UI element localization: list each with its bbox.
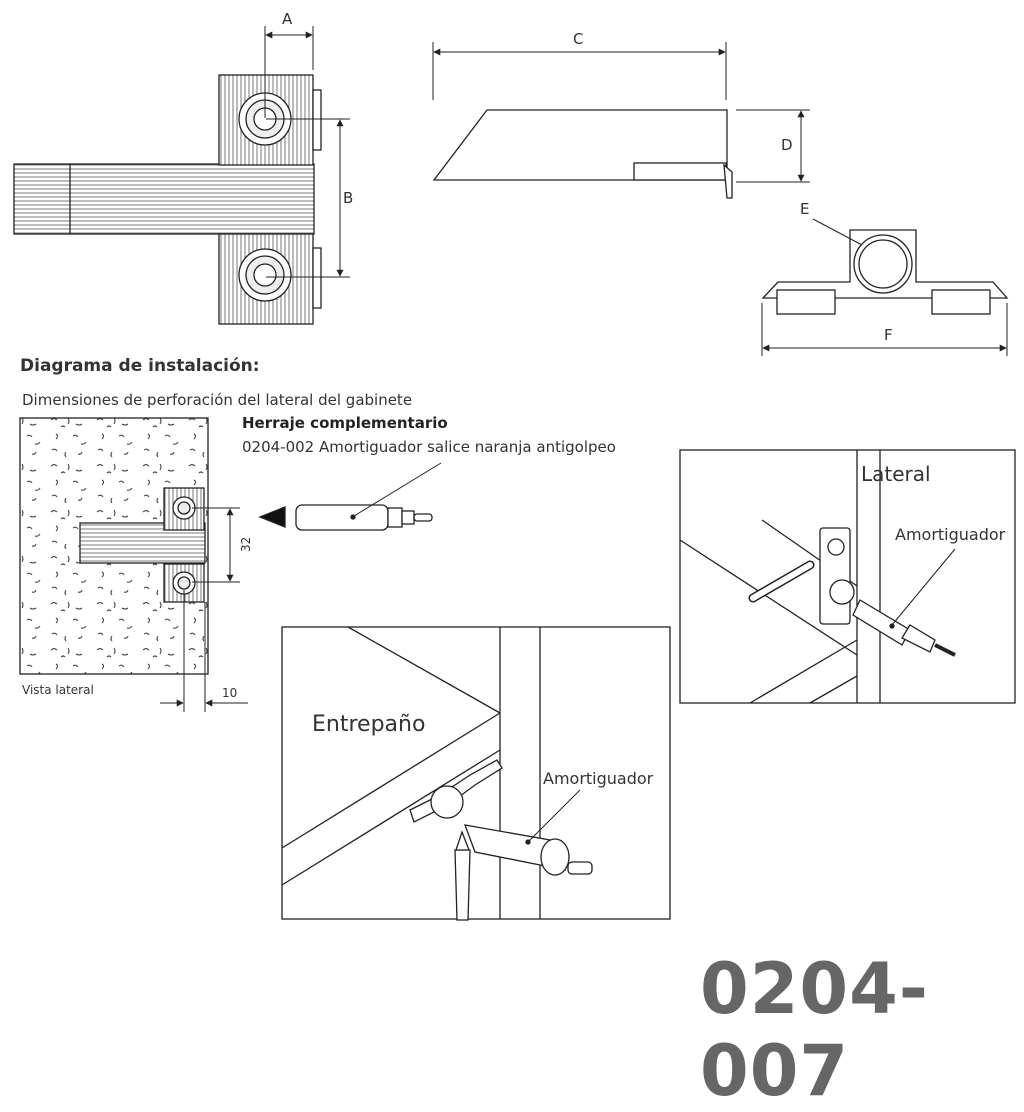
damper-drawing xyxy=(258,462,442,531)
dim-label-e: E xyxy=(800,200,809,218)
detail-shelf-title: Entrepaño xyxy=(312,712,425,737)
detail-lateral-label: Amortiguador xyxy=(895,525,1006,544)
complementary-item: 0204-002 Amortiguador salice naranja ant… xyxy=(242,438,616,456)
top-view-arm xyxy=(13,163,315,235)
side-profile-drawing xyxy=(432,42,810,199)
installation-title: Diagrama de instalación: xyxy=(20,356,260,376)
dim-label-f: F xyxy=(884,326,893,344)
detail-shelf-frame xyxy=(281,626,671,921)
installation-subtitle: Dimensiones de perforación del lateral d… xyxy=(22,391,413,409)
dim-label-c: C xyxy=(573,30,583,48)
dim-label-d: D xyxy=(781,136,793,154)
product-code: 0204-007 xyxy=(700,948,929,1112)
dim-label-a: A xyxy=(282,10,293,28)
top-view-drawing xyxy=(13,26,350,325)
detail-lateral-title: Lateral xyxy=(861,462,931,486)
dim-edge-label: 10 xyxy=(222,686,237,700)
front-profile-drawing xyxy=(761,218,1009,356)
complementary-title: Herraje complementario xyxy=(242,414,448,432)
detail-shelf-label: Amortiguador xyxy=(543,769,654,788)
dim-label-b: B xyxy=(343,189,353,207)
side-view-label: Vista lateral xyxy=(22,683,94,697)
diagram-canvas: A B C D E F xyxy=(13,10,1016,921)
cabinet-side-view xyxy=(19,417,248,712)
detail-lateral-frame xyxy=(679,449,1016,704)
dim-spacing-label: 32 xyxy=(239,537,253,552)
